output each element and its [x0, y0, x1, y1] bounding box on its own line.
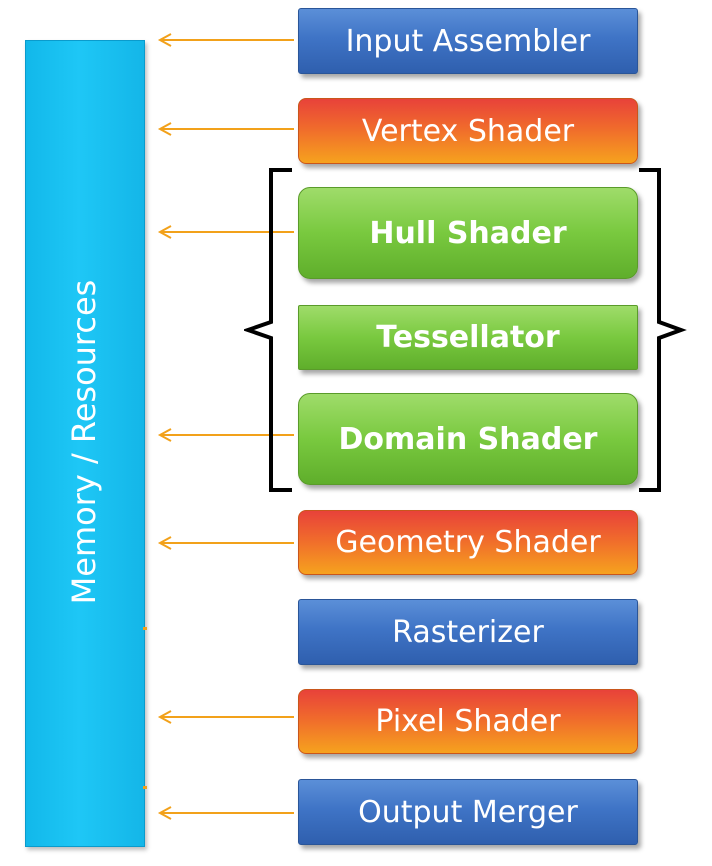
arrow-pixel-shader	[157, 710, 294, 724]
right-brace	[639, 168, 687, 492]
stage-tessellator: Tessellator	[298, 305, 638, 370]
left-brace	[244, 168, 292, 492]
output-merger-tick-mark	[143, 786, 147, 789]
stage-hull-shader: Hull Shader	[298, 187, 638, 279]
arrow-output-merger	[157, 806, 294, 820]
arrow-vertex-shader	[157, 122, 294, 136]
stage-output-merger: Output Merger	[298, 779, 638, 845]
memory-resources-label: Memory / Resources	[65, 279, 103, 605]
rasterizer-tick-mark	[143, 627, 147, 630]
stage-domain-shader: Domain Shader	[298, 393, 638, 485]
stage-vertex-shader: Vertex Shader	[298, 98, 638, 164]
arrow-geometry-shader	[157, 536, 294, 550]
stage-input-assembler: Input Assembler	[298, 8, 638, 74]
stage-rasterizer: Rasterizer	[298, 599, 638, 665]
arrow-input-assembler	[157, 33, 294, 47]
memory-resources-bar	[25, 40, 145, 847]
stage-geometry-shader: Geometry Shader	[298, 510, 638, 575]
stage-pixel-shader: Pixel Shader	[298, 689, 638, 754]
